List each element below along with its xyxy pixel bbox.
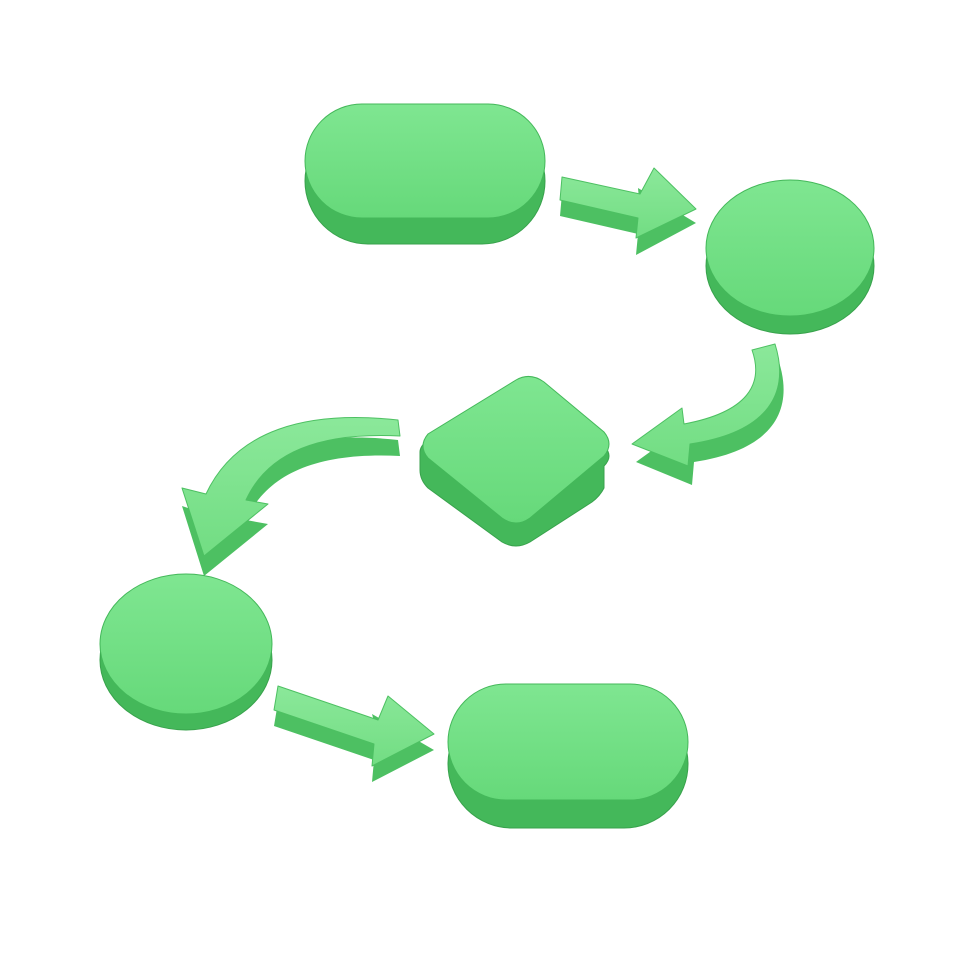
step-2-node <box>99 573 273 731</box>
edge-step-2-to-end <box>273 685 435 782</box>
start-node <box>304 103 546 245</box>
end-node <box>447 683 689 829</box>
edge-decision-to-step-2 <box>181 417 401 576</box>
decision-node <box>419 376 610 547</box>
step-1-node <box>705 179 875 335</box>
edge-step-1-to-decision <box>631 343 784 485</box>
edge-start-to-step-1 <box>559 167 697 255</box>
